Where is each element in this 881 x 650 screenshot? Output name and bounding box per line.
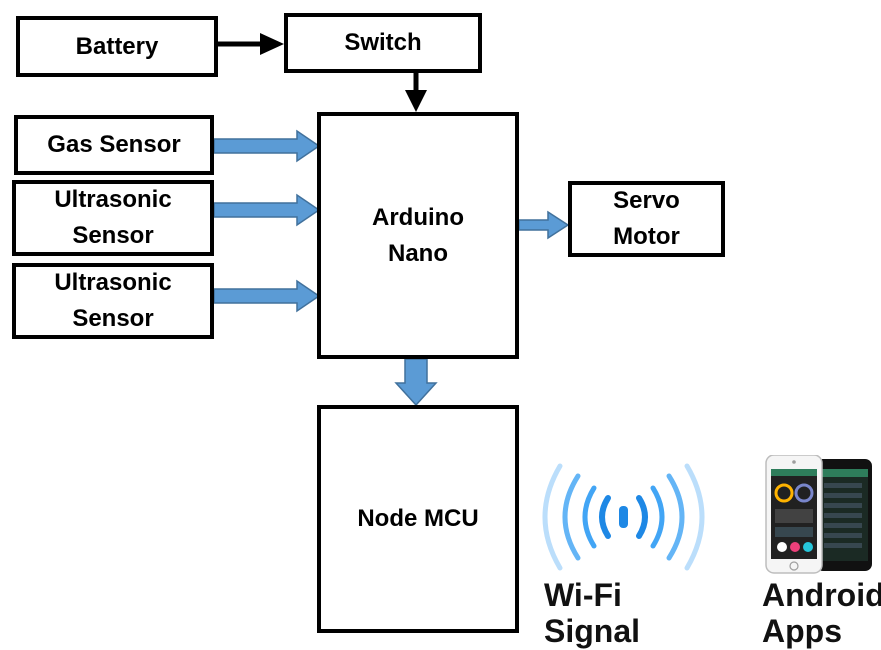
servo-motor-block: Servo Motor [568, 181, 725, 257]
wifi-signal-icon [542, 463, 705, 571]
android-label-line-2: Apps [762, 612, 842, 649]
wifi-signal-label: Wi-Fi Signal [544, 577, 641, 650]
arduino-line-1: Arduino [372, 203, 464, 231]
wifi-label-line-2: Signal [544, 612, 641, 649]
ultrasonic-1-line-1: Ultrasonic [54, 186, 172, 213]
arrow-battery-to-switch [218, 33, 284, 55]
ultrasonic-2-line-2: Sensor [72, 305, 154, 332]
switch-block: Switch [284, 13, 482, 73]
gas-sensor-label: Gas Sensor [47, 131, 181, 158]
arrow-ultrasonic2-to-arduino [213, 279, 321, 313]
servo-line-1: Servo [613, 187, 680, 214]
battery-block: Battery [16, 16, 218, 77]
arduino-nano-block: Arduino Nano [317, 112, 519, 359]
ultrasonic-1-line-2: Sensor [72, 222, 154, 249]
battery-label: Battery [75, 32, 159, 60]
android-phones-icon [765, 455, 872, 574]
wifi-label-line-1: Wi-Fi [544, 577, 622, 613]
node-mcu-label: Node MCU [357, 505, 479, 532]
ultrasonic-sensor-2-block: Ultrasonic Sensor [12, 263, 214, 339]
arrow-switch-to-arduino [405, 73, 427, 112]
servo-line-2: Motor [613, 223, 680, 250]
android-label-line-1: Android [762, 577, 881, 613]
ultrasonic-sensor-1-block: Ultrasonic Sensor [12, 180, 214, 256]
ultrasonic-2-line-1: Ultrasonic [54, 269, 172, 296]
node-mcu-block: Node MCU [317, 405, 519, 633]
arduino-line-2: Nano [388, 239, 448, 267]
arrow-arduino-to-servo [518, 210, 570, 240]
arrow-arduino-to-nodemcu [394, 358, 438, 407]
arrow-ultrasonic1-to-arduino [213, 193, 321, 227]
gas-sensor-block: Gas Sensor [14, 115, 214, 175]
arrow-gas-to-arduino [213, 129, 321, 163]
switch-label: Switch [344, 29, 422, 56]
android-apps-label: Android Apps [762, 577, 881, 650]
